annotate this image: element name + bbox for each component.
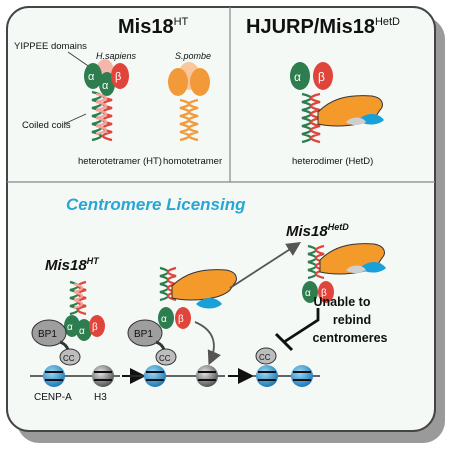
stage1-bp1-label: BP1 [38,329,57,340]
released-hetd: α β [302,243,386,303]
label-coiled-coils: Coiled coils [22,120,71,131]
alpha-domain [290,62,310,90]
panel-hjurp-mis18-hetd: HJURP/Mis18HetD α β heterodimer (HetD) [246,16,400,167]
stage3-cc-label: CC [259,353,271,362]
label-mis18ht: Mis18HT [45,256,100,274]
beta-domain [313,62,333,90]
stage2-cc-label: CC [159,354,171,363]
stage2-beta [175,307,191,329]
label-h3: H3 [94,392,107,403]
panel-mis18-ht: Mis18HT YIPPEE domains Coiled coils H.sa… [14,16,222,167]
beta-symbol: β [318,70,325,84]
released-beta-symbol: β [321,288,327,299]
caption-heterodimer: heterodimer (HetD) [292,156,373,167]
stage2-bp1-label: BP1 [134,329,153,340]
stage1-beta [89,315,105,337]
unable-text-line1: Unable to [314,295,371,309]
licensing-title: Centromere Licensing [66,195,246,214]
panel-centromere-licensing: Centromere Licensing Mis18HT Mis18HetD α… [30,195,388,403]
stage2-cenpa-stripes [146,371,164,381]
alpha-symbol: α [294,70,301,84]
label-cenpa: CENP-A [34,392,72,403]
stage3-stripes-2 [293,371,311,381]
stage2-h3-nucleosome [196,365,218,387]
label-mis18hetd: Mis18HetD [286,222,349,240]
stage1-alpha-symbol-1: α [67,322,73,333]
stage1-cenpa-nucleosome [43,365,65,387]
stage2-alpha [158,307,174,329]
stage3-cenpa-nucleosome-1 [256,365,278,387]
alpha-domain-left [84,63,102,89]
released-alpha-symbol: α [305,288,311,299]
human-heterotetramer: α α β [84,59,129,142]
unable-text-line3: centromeres [312,331,387,345]
stage1-beta-symbol: β [92,322,98,333]
coiled-coil-human [91,90,113,142]
released-alpha [302,281,318,303]
beta-domain-right [111,63,129,89]
panel-title-hjurp: HJURP/Mis18HetD [246,16,400,38]
inhibition-line [283,308,320,344]
hjurp-heterodimer: α β [290,62,384,144]
stage1-bp1 [31,319,67,347]
inhibition-bar [274,332,294,352]
stage2-hjurp-blue [196,298,222,309]
stage3-stripes-1 [258,371,276,381]
stage1-alpha-1 [64,315,80,337]
alpha-domain-middle [99,72,115,96]
released-hjurp-grey [346,265,366,273]
pombe-domain-right [190,68,210,96]
released-beta [318,281,334,303]
unable-text-line2: rebind [333,313,371,327]
stage1-complex: α α β BP1 CC CENP-A H3 [30,280,120,403]
stage1-cc [59,348,81,366]
coiled-coil-pombe [179,98,199,142]
stage2-beta-symbol: β [178,314,184,325]
stage1-alpha-symbol-2: α [79,326,85,337]
released-hjurp-blue [360,262,386,273]
alpha-symbol-1: α [88,71,95,83]
stage3-cenpa-nucleosome-2 [291,365,313,387]
figure-frame [6,6,436,432]
stage1-cc-label: CC [63,354,75,363]
stage1-coiled-coils [69,280,87,316]
label-yippee-domains: YIPPEE domains [14,41,87,52]
stage2-hjurp [171,269,237,301]
alpha-symbol-2: α [102,80,109,92]
stage3-complex: CC [252,347,320,387]
species-pombe: S.pombe [175,51,211,61]
leader-coiled [63,113,87,125]
pombe-domain-left [168,68,188,96]
hjurp-grey-cap [346,117,366,125]
stage2-alpha-symbol: α [161,314,167,325]
caption-heterotetramer: heterotetramer (HT) [78,156,162,167]
stage1-h3-stripes [94,371,112,381]
arrow-release-hetd [229,242,302,289]
panel-title-mis18ht: Mis18HT [118,16,189,38]
stage1-cenpa-stripes [45,371,63,381]
stage1-h3-nucleosome [92,365,114,387]
stage1-alpha-2 [76,319,92,341]
beta-symbol: β [115,71,121,83]
stage2-bp1 [127,319,163,347]
stage2-cc [155,348,177,366]
stage2-complex: α β BP1 CC [127,266,237,387]
caption-homotetramer: homotetramer [163,156,222,167]
species-human: H.sapiens [96,51,137,61]
stage2-h3-stripes [198,371,216,381]
stage3-cc [255,347,277,365]
stage2-cenpa-nucleosome [144,365,166,387]
arrow-deposition [194,321,221,366]
pombe-homotetramer [168,62,210,142]
